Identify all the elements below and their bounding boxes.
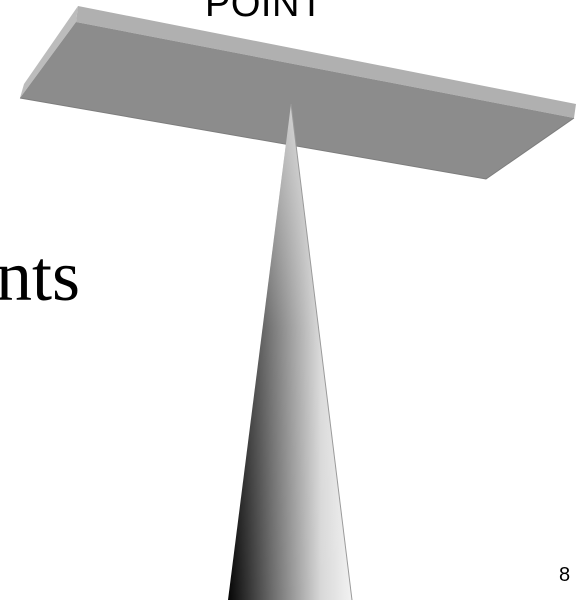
spike-icon [228,104,352,600]
page-number: 8 [559,563,570,587]
board-icon [20,6,576,179]
point-heading: POINT [205,0,324,24]
body-text-fragment: nts [0,236,80,316]
